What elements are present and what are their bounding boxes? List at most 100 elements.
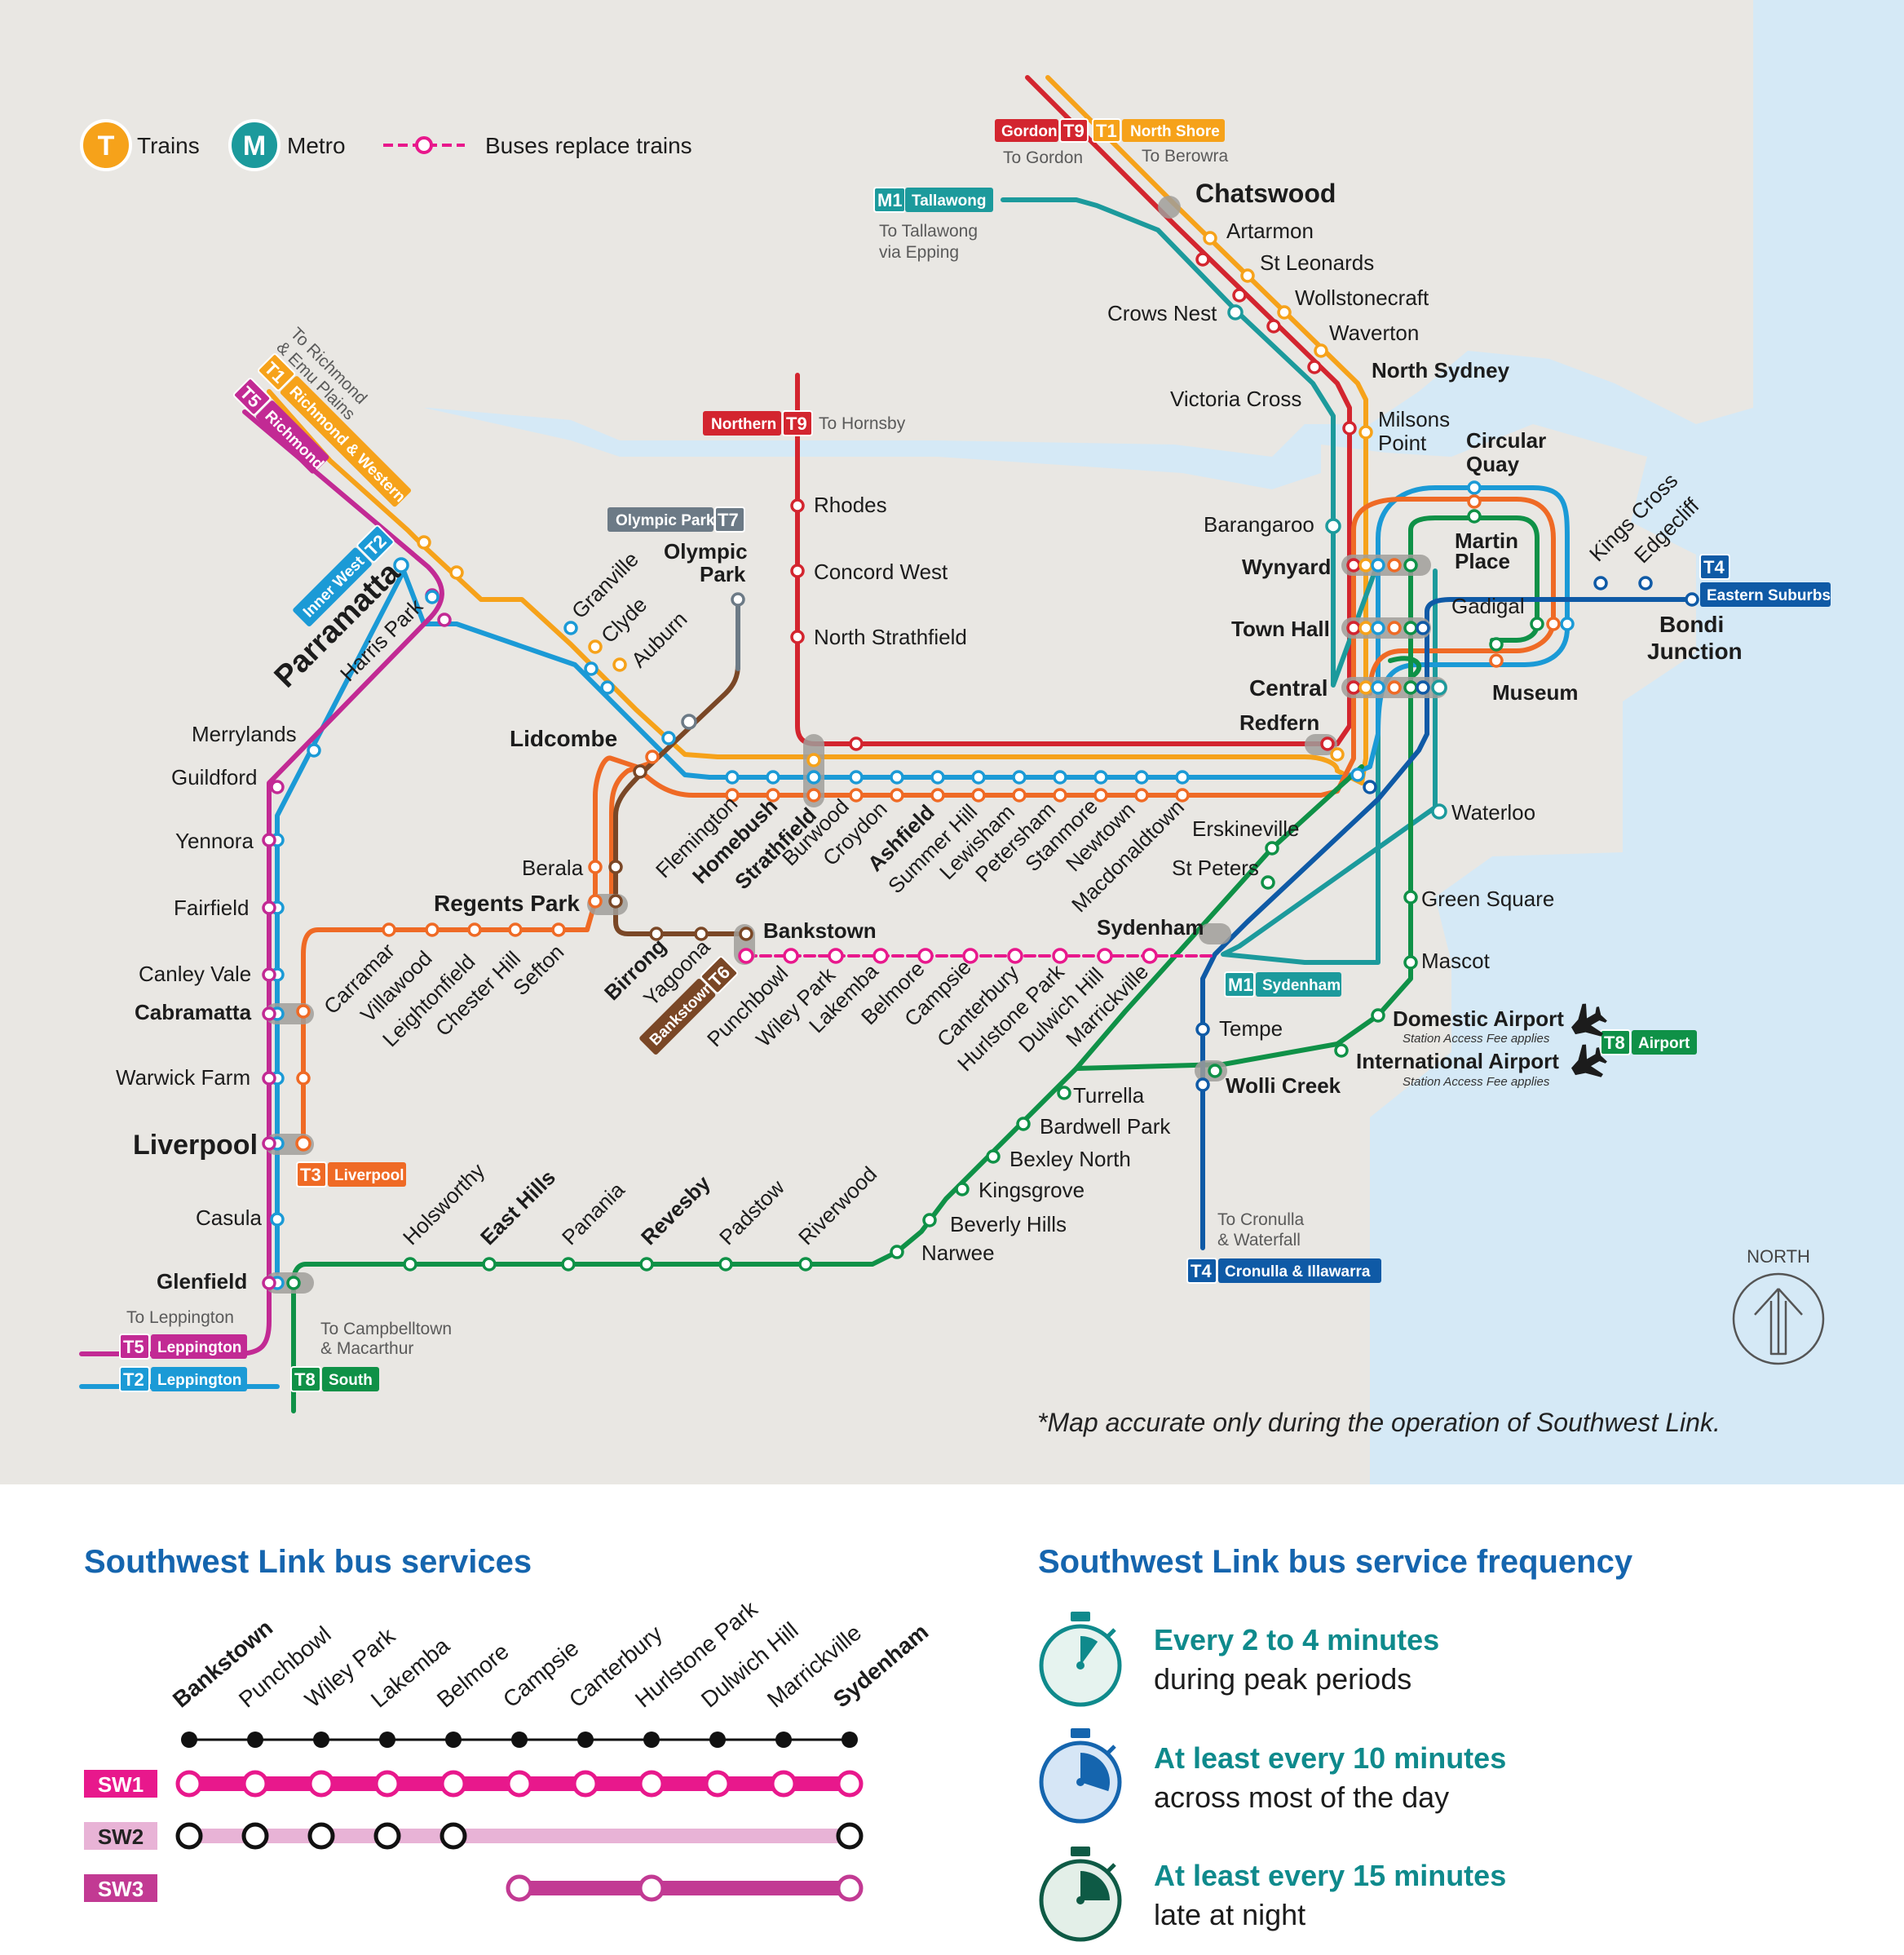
water-harbour	[424, 0, 1904, 1484]
svg-text:Kingsgrove: Kingsgrove	[979, 1178, 1085, 1202]
svg-text:Yennora: Yennora	[175, 829, 254, 853]
svg-text:T8: T8	[1604, 1033, 1625, 1053]
svg-text:Liverpool: Liverpool	[334, 1167, 404, 1184]
svg-text:Regents Park: Regents Park	[434, 891, 580, 916]
legend-trains: Trains	[137, 133, 200, 158]
svg-text:Olympic Park: Olympic Park	[616, 512, 715, 529]
bus-stop-markers	[738, 948, 1158, 964]
svg-text:Glenfield: Glenfield	[157, 1269, 247, 1294]
svg-text:Sydenham: Sydenham	[1097, 915, 1204, 940]
svg-text:T2: T2	[123, 1369, 144, 1390]
svg-text:Olympic: Olympic	[664, 539, 748, 564]
svg-text:North Strathfield: North Strathfield	[814, 625, 967, 649]
svg-text:Sydenham: Sydenham	[1262, 977, 1341, 994]
svg-text:Victoria Cross: Victoria Cross	[1170, 387, 1301, 411]
svg-text:Narwee: Narwee	[921, 1241, 995, 1265]
route-stop	[506, 1770, 533, 1798]
svg-text:Bondi: Bondi	[1659, 612, 1724, 637]
stopwatch-fill	[1080, 1753, 1110, 1792]
svg-text:T9: T9	[1063, 121, 1085, 141]
svg-text:Wollstonecraft: Wollstonecraft	[1295, 285, 1429, 310]
bus-services-title: Southwest Link bus services	[84, 1544, 532, 1580]
stopwatch-icon	[1039, 1728, 1122, 1824]
route-label: SW1	[98, 1772, 144, 1797]
svg-text:Cabramatta: Cabramatta	[135, 1000, 252, 1024]
svg-text:Warwick Farm: Warwick Farm	[116, 1065, 250, 1090]
route-stop	[506, 1874, 533, 1902]
stopwatch-fill	[1080, 1871, 1110, 1900]
svg-text:North Shore: North Shore	[1130, 123, 1220, 140]
legend-buses: Buses replace trains	[485, 133, 692, 158]
line-t5	[79, 409, 444, 1356]
frequency-detail: late at night	[1154, 1898, 1306, 1931]
svg-text:To Gordon: To Gordon	[1003, 148, 1083, 167]
svg-text:T7: T7	[718, 510, 739, 530]
svg-text:Leppington: Leppington	[157, 1372, 241, 1389]
svg-text:Concord West: Concord West	[814, 560, 948, 584]
svg-text:T4: T4	[1703, 557, 1725, 577]
svg-text:Waterloo: Waterloo	[1451, 800, 1535, 825]
svg-text:South: South	[329, 1372, 373, 1389]
frequency-item-2: At least every 10 minutes across most of…	[1154, 1741, 1506, 1815]
frequency-item-1: Every 2 to 4 minutes during peak periods	[1154, 1623, 1439, 1696]
svg-text:Fairfield: Fairfield	[174, 896, 249, 920]
route-stop	[440, 1822, 467, 1850]
plane-icon	[1571, 1044, 1607, 1077]
stop-dot	[445, 1732, 462, 1748]
north-arrow-icon	[1754, 1288, 1803, 1356]
route-label-bg	[84, 1874, 157, 1902]
svg-text:Circular: Circular	[1466, 428, 1546, 453]
svg-text:Tempe: Tempe	[1219, 1016, 1283, 1041]
line-m1	[1001, 197, 1438, 965]
route-stop	[175, 1822, 203, 1850]
svg-text:Waverton: Waverton	[1329, 321, 1419, 345]
route-stop	[241, 1822, 269, 1850]
legend: T Trains M Metro Buses replace trains	[80, 119, 692, 171]
route-label-bg	[84, 1822, 157, 1850]
route-stop	[572, 1770, 599, 1798]
svg-text:St Leonards: St Leonards	[1260, 250, 1374, 275]
svg-text:International Airport: International Airport	[1356, 1049, 1559, 1073]
svg-text:Bardwell Park: Bardwell Park	[1040, 1114, 1171, 1139]
frequency-icons	[1039, 1612, 1122, 1942]
stopwatch-icon	[1039, 1847, 1122, 1942]
svg-text:Town Hall: Town Hall	[1231, 617, 1330, 641]
svg-text:Artarmon: Artarmon	[1226, 219, 1314, 243]
svg-text:Mascot: Mascot	[1421, 949, 1491, 973]
svg-text:T1: T1	[1096, 121, 1117, 141]
svg-text:Tallawong: Tallawong	[912, 192, 986, 210]
svg-text:Redfern: Redfern	[1239, 710, 1319, 735]
trains-badge: T	[98, 130, 115, 161]
svg-text:Bexley North: Bexley North	[1009, 1147, 1131, 1171]
svg-text:& Waterfall: & Waterfall	[1217, 1231, 1301, 1250]
svg-text:via Epping: via Epping	[879, 243, 959, 262]
route-stop	[836, 1822, 864, 1850]
route-label: SW2	[98, 1825, 144, 1849]
route-stop	[638, 1874, 665, 1902]
route-stop	[307, 1822, 335, 1850]
frequency-title: Southwest Link bus service frequency	[1038, 1544, 1633, 1580]
svg-text:Merrylands: Merrylands	[192, 722, 297, 746]
route-stop	[704, 1770, 731, 1798]
frequency-heading: Every 2 to 4 minutes	[1154, 1623, 1440, 1656]
svg-text:Martin: Martin	[1455, 529, 1518, 553]
svg-text:NORTH: NORTH	[1747, 1246, 1810, 1267]
svg-text:Airport: Airport	[1638, 1035, 1690, 1052]
route-stop	[241, 1770, 269, 1798]
svg-text:Station Access Fee applies: Station Access Fee applies	[1403, 1075, 1550, 1089]
svg-text:T8: T8	[294, 1369, 316, 1390]
svg-text:North Sydney: North Sydney	[1372, 358, 1510, 383]
svg-text:Casula: Casula	[196, 1205, 262, 1230]
svg-text:T5: T5	[123, 1337, 144, 1357]
line-t8-loop	[1408, 515, 1540, 679]
stop-dot	[842, 1732, 858, 1748]
stopwatch-fill	[1080, 1636, 1098, 1665]
svg-text:Central: Central	[1249, 675, 1327, 701]
line-t2-loop	[1376, 485, 1570, 736]
route-stop	[440, 1770, 467, 1798]
stop-dot	[511, 1732, 528, 1748]
stopwatch-icon	[1039, 1612, 1122, 1707]
svg-text:Green Square: Green Square	[1421, 887, 1554, 911]
line-t3	[301, 723, 1356, 1144]
svg-text:Canley Vale: Canley Vale	[139, 962, 251, 986]
